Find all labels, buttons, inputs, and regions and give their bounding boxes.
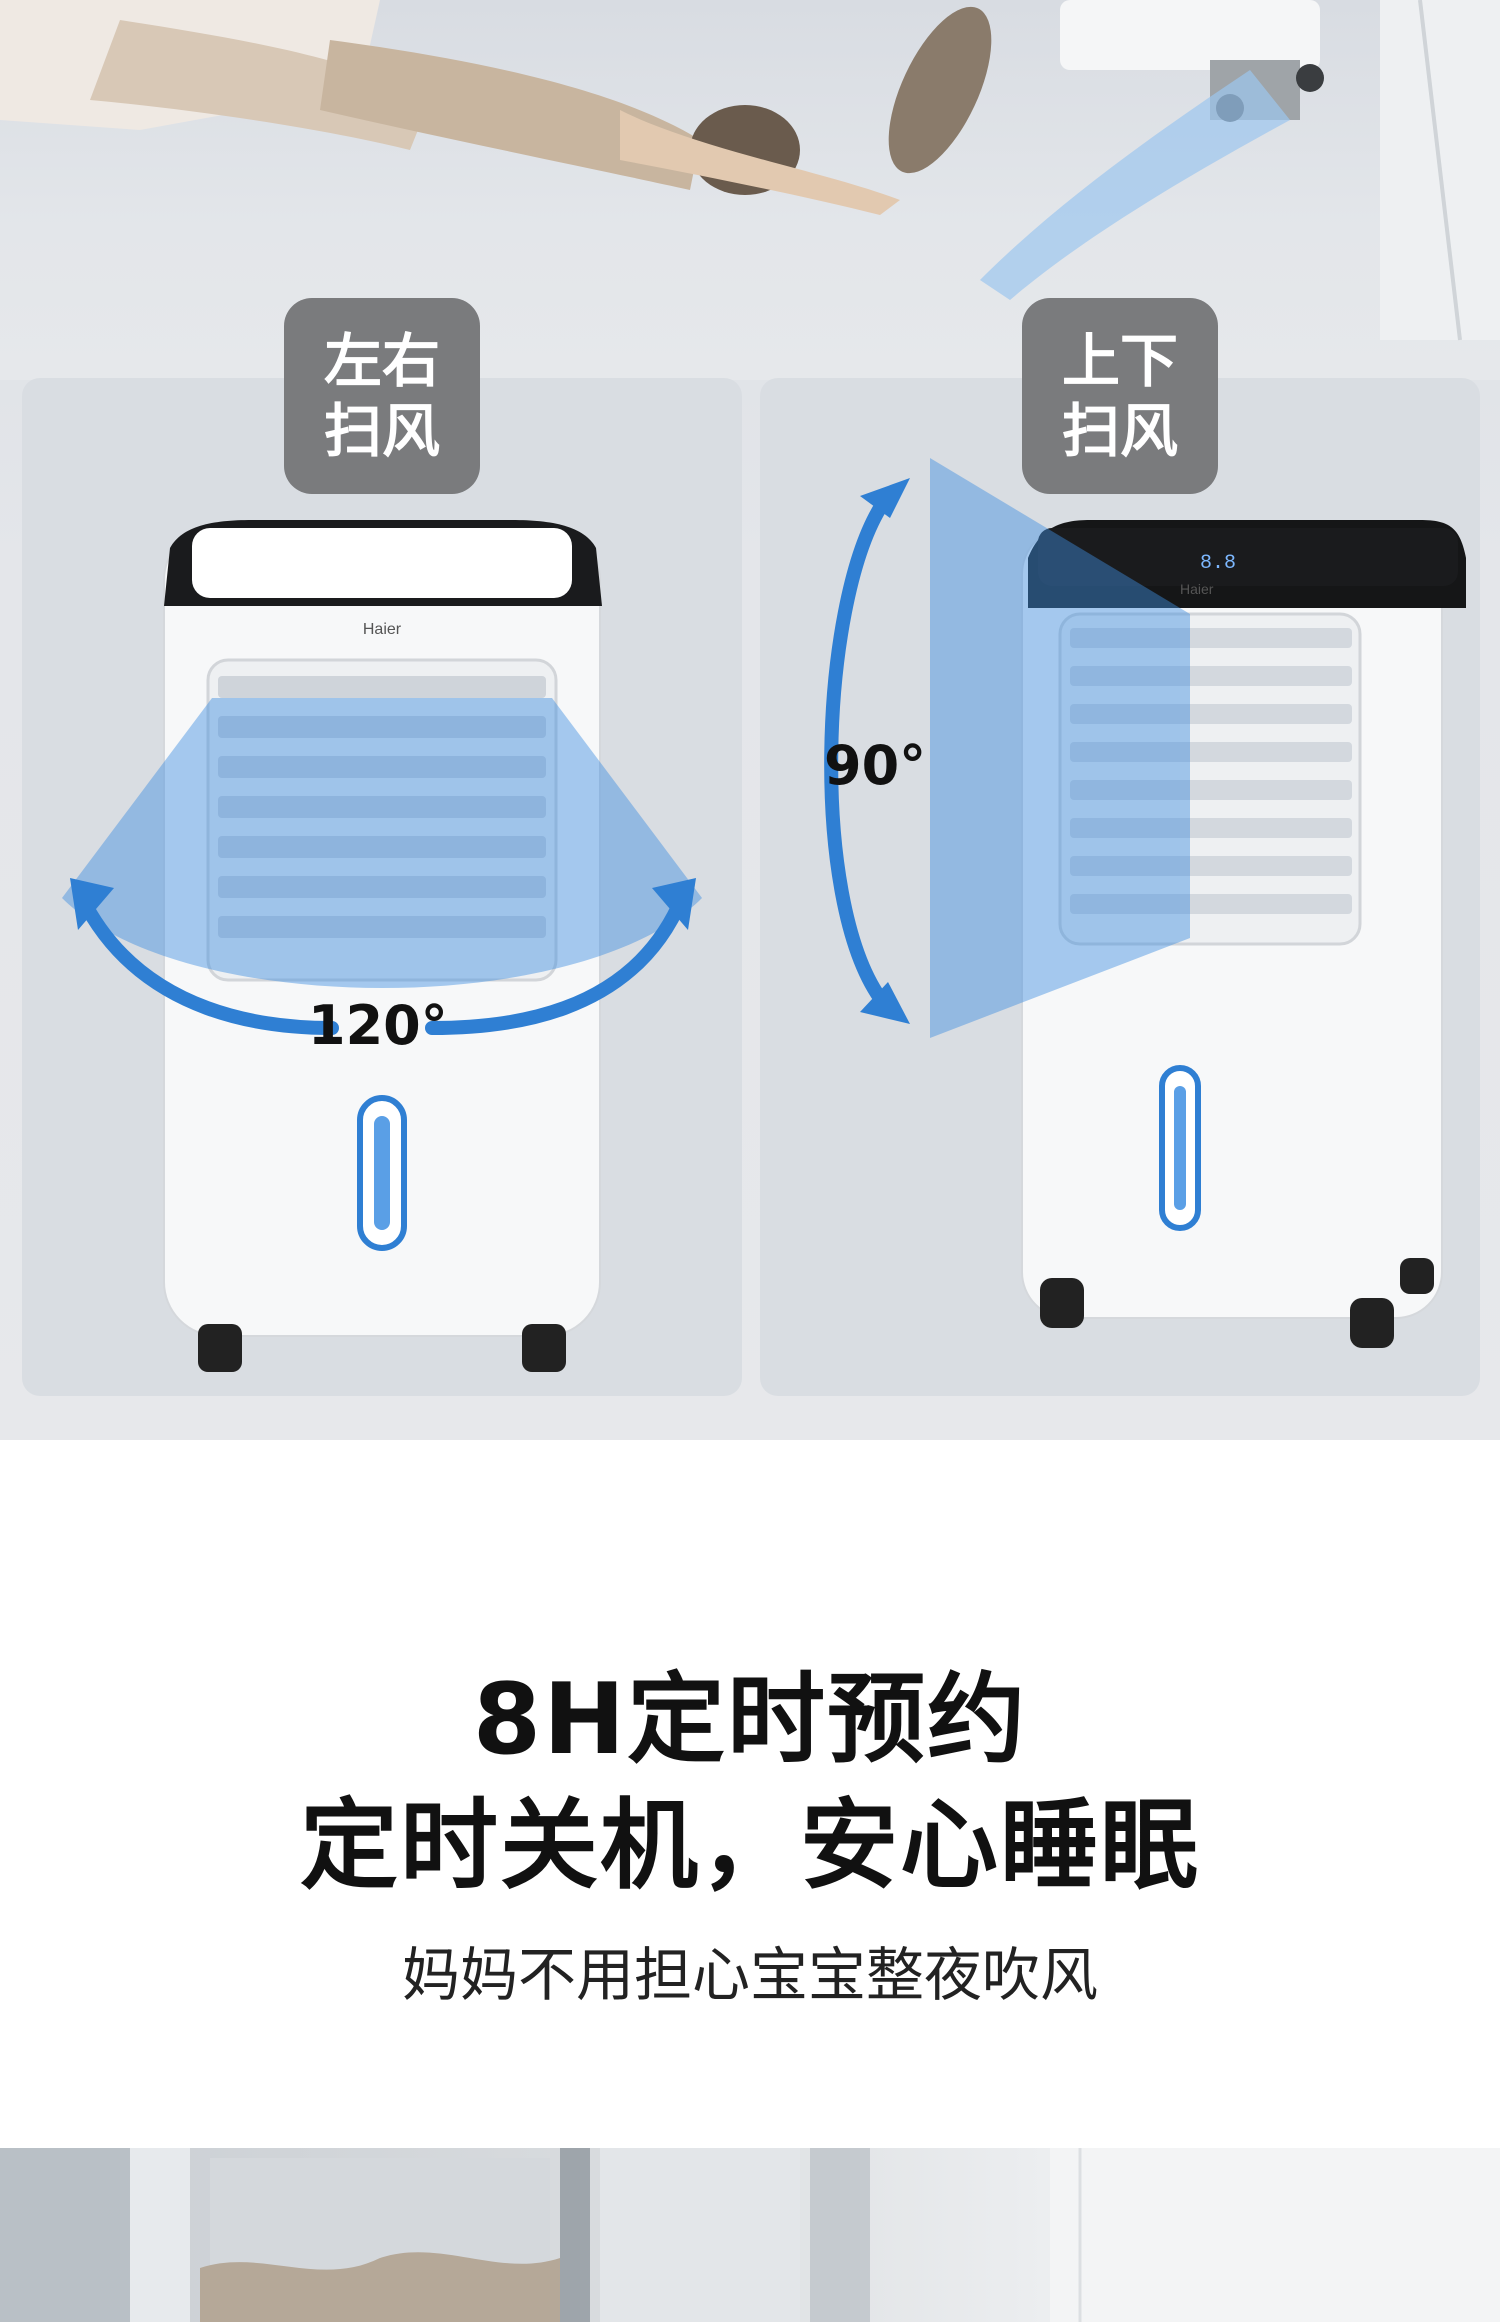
svg-text:Haier: Haier xyxy=(1180,581,1214,597)
sweep-angle-label: 120° xyxy=(308,994,448,1057)
living-room-floor xyxy=(0,0,1500,380)
sweep-mode-tag: 左右 扫风 xyxy=(284,298,480,494)
headline-sleep: 定时关机，安心睡眠 xyxy=(299,1789,1200,1903)
family-on-floor-illustration xyxy=(0,0,1500,341)
bedroom-photo xyxy=(0,2148,1500,2322)
svg-text:Haier: Haier xyxy=(363,621,402,638)
sweep-angle-label: 90° xyxy=(824,734,927,797)
cooler-side-view: 8.8 Haier xyxy=(824,458,1466,1348)
left-right-arrow-icon xyxy=(70,878,114,930)
sweep-mode-tag: 上下 扫风 xyxy=(1022,298,1218,494)
cooler-front-view: Haier xyxy=(62,520,702,1372)
headline-timer: 8H定时预约 xyxy=(472,1663,1028,1777)
subheadline: 妈妈不用担心宝宝整夜吹风 xyxy=(401,1941,1098,2009)
hero-photo: Haier 左右 扫风 120° 8 xyxy=(0,0,1500,1440)
bedroom-illustration xyxy=(0,2148,1500,2322)
up-down-arrow-icon xyxy=(860,478,910,518)
svg-text:8.8: 8.8 xyxy=(1200,552,1236,575)
